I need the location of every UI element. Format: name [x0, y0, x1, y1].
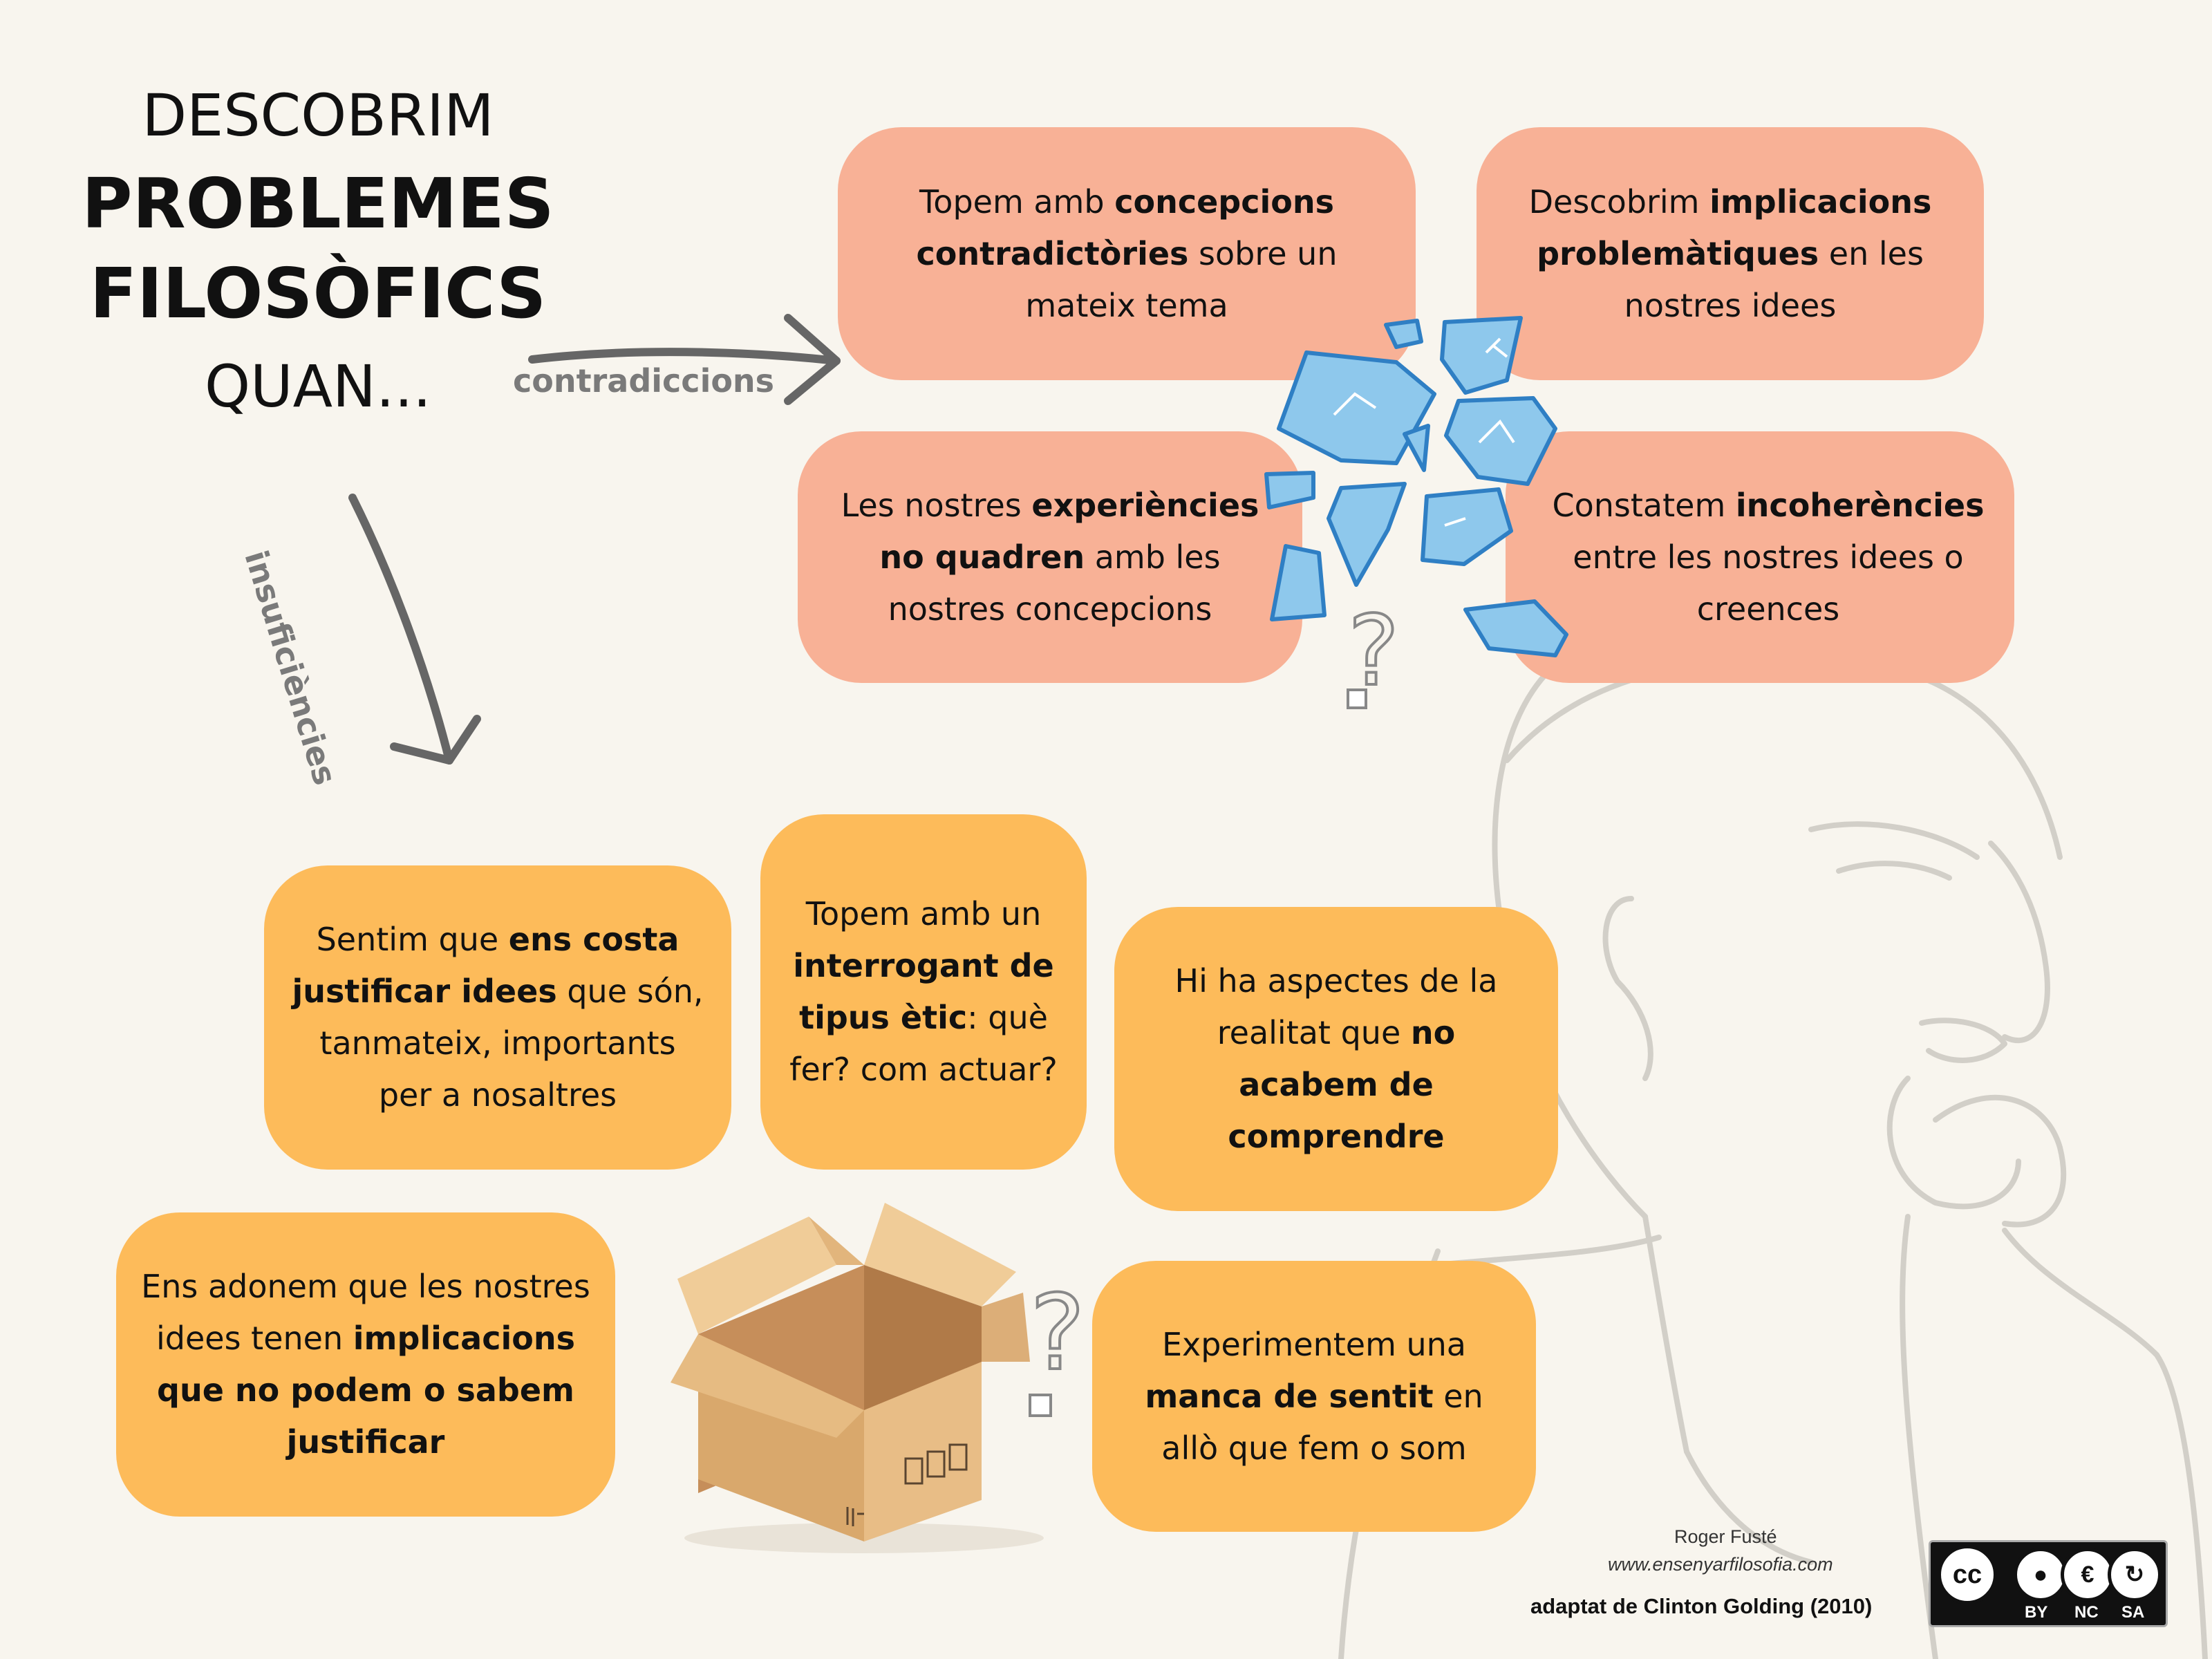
box-text: Les nostres experiències no quadren amb … — [823, 480, 1277, 635]
body-text: amb les nostres concepcions — [888, 538, 1221, 628]
attribution-icon: ● — [2014, 1548, 2068, 1602]
box-text: Sentim que ens costa justificar idees qu… — [289, 914, 706, 1121]
body-text: sobre un mateix tema — [1025, 234, 1338, 324]
box-problematic-implications: Descobrim implicacions problemàtiques en… — [1477, 127, 1984, 380]
box-text: Ens adonem que les nostres idees tenen i… — [141, 1261, 590, 1468]
box-text: Constatem incoherències entre les nostre… — [1547, 480, 1989, 635]
emphasis-text: no acabem de comprendre — [1228, 1014, 1456, 1155]
sharealike-icon: ↻ — [2108, 1548, 2162, 1602]
credit-author: Roger Fusté — [1674, 1526, 1777, 1547]
box-text: Hi ha aspectes de la realitat que no aca… — [1156, 955, 1517, 1163]
cc-license-badge[interactable]: cc ● € ↻ BY NC SA — [1929, 1540, 2168, 1627]
box-hard-to-justify: Sentim que ens costa justificar idees qu… — [264, 865, 731, 1170]
body-text: Descobrim — [1528, 182, 1710, 221]
arrow-down-insufficiencies — [348, 494, 481, 765]
cc-label-by: BY — [2025, 1603, 2048, 1622]
body-text: Sentim que — [316, 921, 509, 958]
body-text: en les nostres idees — [1624, 234, 1924, 324]
box-text: Descobrim implicacions problemàtiques en… — [1501, 176, 1959, 332]
body-text: Topem amb — [919, 182, 1115, 221]
box-lack-of-meaning: Experimentem una manca de sentit en allò… — [1092, 1261, 1536, 1532]
title-line-4: QUAN... — [204, 353, 431, 420]
body-text: Experimentem una — [1161, 1325, 1466, 1363]
box-text: Experimentem una manca de sentit en allò… — [1127, 1319, 1501, 1474]
body-text: Ens adonem que les nostres idees tenen — [141, 1268, 590, 1357]
body-text: : què fer? com actuar? — [789, 999, 1058, 1088]
body-text: Hi ha aspectes de la realitat que — [1174, 962, 1498, 1051]
label-contradictions: contradiccions — [513, 362, 775, 400]
cc-label-nc: NC — [2074, 1603, 2099, 1622]
box-ethical-question: Topem amb un interrogant de tipus ètic: … — [760, 814, 1087, 1170]
emphasis-text: implicacions problemàtiques — [1537, 182, 1932, 272]
title-line-2: PROBLEMES — [82, 163, 554, 244]
title-line-3: FILOSÒFICS — [89, 253, 547, 334]
title-line-1: DESCOBRIM — [142, 82, 494, 149]
body-text: Constatem — [1552, 486, 1736, 524]
arrow-right-contradictions — [528, 314, 841, 405]
emphasis-text: experiències no quadren — [879, 486, 1259, 576]
svg-text:?: ? — [1030, 1273, 1085, 1394]
emphasis-text: manca de sentit — [1145, 1377, 1434, 1415]
emphasis-text: ens costa justificar idees — [292, 921, 679, 1010]
body-text: que són, tanmateix, importants per a nos… — [319, 973, 704, 1114]
cc-label-sa: SA — [2121, 1603, 2145, 1622]
emphasis-text: implicacions que no podem o sabem justif… — [157, 1320, 575, 1461]
cc-icon: cc — [1938, 1545, 1997, 1604]
broken-shards-illustration: ? — [1264, 316, 1568, 709]
emphasis-text: concepcions contradictòries — [916, 182, 1334, 272]
open-box-illustration: ? — [671, 1203, 1087, 1553]
box-unjustifiable-implications: Ens adonem que les nostres idees tenen i… — [116, 1212, 615, 1517]
emphasis-text: incoherències — [1735, 486, 1985, 524]
noncommercial-icon: € — [2061, 1548, 2115, 1602]
box-contradictory-conceptions: Topem amb concepcions contradictòries so… — [838, 127, 1416, 380]
body-text: en allò que fem o som — [1161, 1377, 1483, 1467]
credit-source: adaptat de Clinton Golding (2010) — [1530, 1594, 1873, 1618]
credit-website[interactable]: www.ensenyarfilosofia.com — [1608, 1554, 1833, 1575]
box-not-understood-reality: Hi ha aspectes de la realitat que no aca… — [1114, 907, 1558, 1211]
box-text: Topem amb concepcions contradictòries so… — [863, 176, 1391, 332]
emphasis-text: interrogant de tipus ètic — [793, 947, 1054, 1036]
box-experiences-mismatch: Les nostres experiències no quadren amb … — [798, 431, 1302, 683]
body-text: entre les nostres idees o creences — [1573, 538, 1964, 628]
box-text: Topem amb un interrogant de tipus ètic: … — [780, 888, 1067, 1096]
body-text: Les nostres — [841, 486, 1032, 524]
box-incoherences: Constatem incoherències entre les nostre… — [1506, 431, 2014, 683]
body-text: Topem amb un — [805, 895, 1042, 932]
